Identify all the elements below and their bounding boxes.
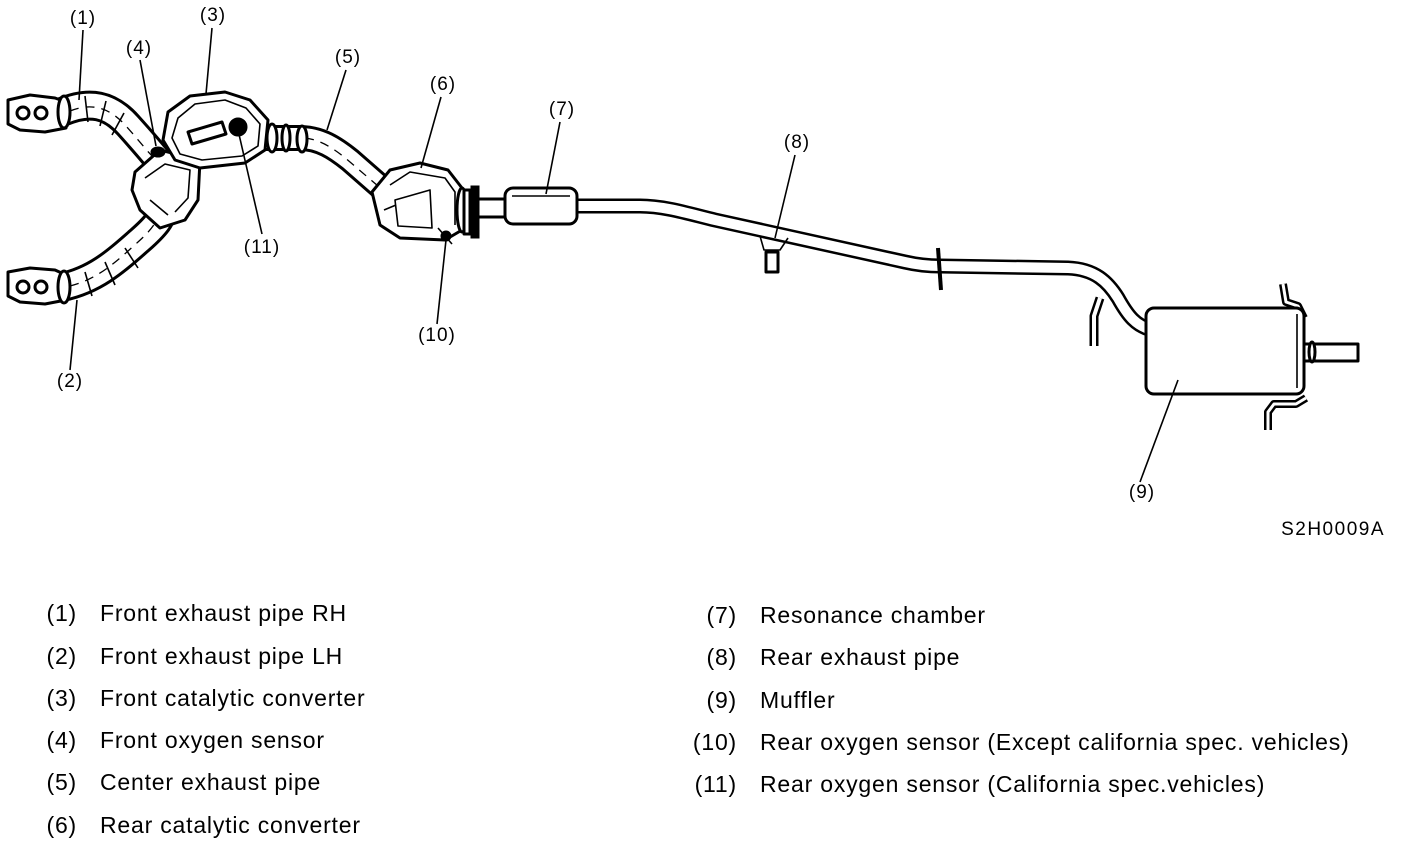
center-pipe-ring [280, 123, 292, 153]
callout-8: (8) [784, 132, 810, 153]
leader-line-2 [69, 299, 78, 371]
legend-item: (6) Rear catalytic converter [37, 811, 657, 839]
legend-label: Muffler [760, 687, 836, 713]
front-exhaust-pipe-rh [56, 90, 172, 172]
legend-item: (3) Front catalytic converter [37, 684, 657, 712]
leader-line-7 [545, 121, 561, 195]
legend-number: (2) [46, 643, 77, 669]
legend-label: Front exhaust pipe RH [100, 600, 347, 626]
muffler-hanger-bottom [1264, 394, 1309, 430]
legend-item: (1) Front exhaust pipe RH [37, 599, 657, 627]
leader-line-8 [774, 154, 796, 239]
legend-number: (3) [46, 685, 77, 711]
callout-11: (11) [244, 237, 280, 258]
legend-number: (1) [46, 600, 77, 626]
legend-label: Rear oxygen sensor (California spec.vehi… [760, 771, 1266, 797]
tailpipe-ring [1307, 340, 1317, 364]
center-exhaust-pipe [262, 125, 391, 198]
rear-catalytic-converter [370, 161, 464, 242]
exhaust-system-diagram: (1) (2) (3) (4) (5) (6) (7) (8) (9) (10)… [6, 5, 1385, 540]
callout-6: (6) [430, 74, 456, 95]
legend-item: (5) Center exhaust pipe [37, 768, 657, 796]
leader-line-4 [139, 59, 157, 147]
legend-number: (8) [706, 644, 737, 670]
callout-10: (10) [418, 325, 456, 346]
callout-7: (7) [549, 99, 575, 120]
legend-number: (4) [46, 727, 77, 753]
callout-1: (1) [70, 8, 96, 29]
rear-oxygen-sensor-except-california [437, 227, 453, 245]
leader-line-3 [205, 27, 213, 95]
rear-exhaust-pipe [576, 198, 1155, 338]
y-junction [130, 148, 202, 230]
rear-pipe-hanger [759, 235, 789, 274]
muffler [1144, 306, 1306, 396]
leader-line-10 [436, 239, 447, 325]
callout-5: (5) [335, 47, 361, 68]
legend-number: (10) [692, 729, 737, 755]
front-flange-rh [6, 93, 72, 134]
pipe-clamp [936, 247, 943, 291]
leader-line-1 [78, 29, 84, 101]
legend-number: (5) [46, 769, 77, 795]
rear-oxygen-sensor-california [228, 117, 248, 137]
callout-3: (3) [200, 5, 226, 26]
legend-number: (6) [46, 812, 77, 838]
rear-pipe-hanger-rod [1089, 296, 1105, 346]
leader-line-6 [420, 96, 442, 169]
legend-item: (2) Front exhaust pipe LH [37, 642, 657, 670]
resonance-chamber [503, 186, 579, 226]
legend-number: (7) [706, 602, 737, 628]
front-flange-lh [6, 266, 72, 306]
legend-item: (8) Rear exhaust pipe [690, 643, 1390, 671]
leader-line-9 [1139, 379, 1179, 483]
legend-label: Rear oxygen sensor (Except california sp… [760, 729, 1350, 755]
legend-label: Center exhaust pipe [100, 769, 322, 795]
legend-label: Front oxygen sensor [100, 727, 325, 753]
callout-4: (4) [126, 38, 152, 59]
legend-item: (10) Rear oxygen sensor (Except californ… [690, 728, 1390, 756]
callout-2: (2) [57, 371, 83, 392]
legend-item: (9) Muffler [690, 686, 1390, 714]
legend-number: (9) [706, 687, 737, 713]
legend-label: Rear exhaust pipe [760, 644, 961, 670]
legend-item: (7) Resonance chamber [690, 601, 1390, 629]
legend-item: (4) Front oxygen sensor [37, 726, 657, 754]
leader-line-11 [237, 129, 263, 235]
figure-code: S2H0009A [1281, 519, 1385, 540]
front-oxygen-sensor [150, 146, 166, 158]
legend-number: (11) [694, 771, 737, 797]
legend-label: Resonance chamber [760, 602, 986, 628]
legend-label: Rear catalytic converter [100, 812, 361, 838]
legend-item: (11) Rear oxygen sensor (California spec… [690, 770, 1390, 798]
tailpipe [1296, 342, 1360, 363]
legend-label: Front catalytic converter [100, 685, 366, 711]
callout-9: (9) [1129, 482, 1155, 503]
legend-label: Front exhaust pipe LH [100, 643, 344, 669]
leader-line-5 [326, 69, 347, 131]
center-pipe-ring [295, 124, 309, 154]
front-catalytic-converter [161, 90, 270, 170]
